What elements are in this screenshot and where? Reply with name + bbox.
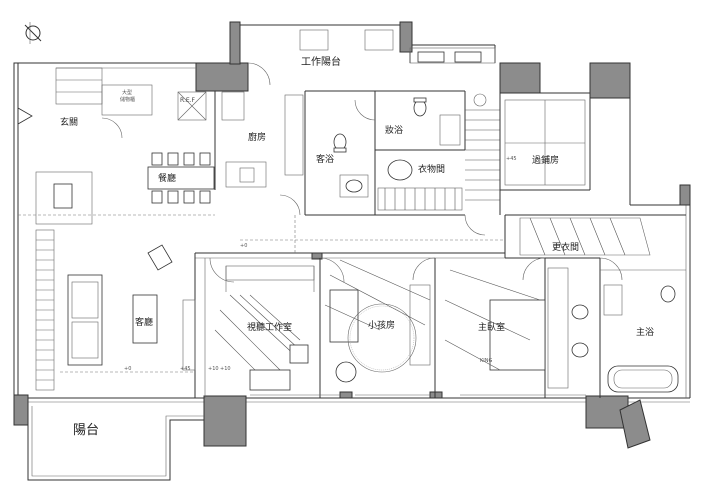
room-label-tatami-room: 過鋪房 [532,154,559,166]
level-annotation: +0 [124,366,131,372]
fridge-label: R.E.F [180,97,196,104]
level-annotation: +45 [506,156,517,162]
level-annotation: +45 [180,366,191,372]
room-label-dressing-room: 更衣間 [552,241,579,253]
room-label-av-studio: 視聽工作室 [247,321,292,333]
cabinet-label-line1: 大型 [122,89,132,96]
room-label-dining: 餐廳 [158,172,176,184]
room-label-vanity: 妝浴 [385,124,403,136]
room-label-kitchen: 廚房 [248,131,266,143]
interior-walls [18,29,686,398]
north-arrow-icon [24,22,42,44]
room-label-work-balcony: 工作陽台 [301,55,341,68]
balcony-area [27,402,204,481]
outer-walls [13,24,691,403]
room-label-kids-room: 小孩房 [368,319,395,331]
level-annotation: +0 [240,243,247,249]
room-label-balcony: 陽台 [73,423,99,438]
bed-label: KING [480,358,492,364]
room-label-master-bedroom: 主臥室 [478,321,505,333]
level-annotation: +10 [208,366,219,372]
room-label-living-room: 客廳 [135,316,153,328]
structural-columns [13,21,691,449]
room-label-guest-bath: 客浴 [316,153,334,165]
level-annotation: +10 [220,366,231,372]
cabinet-label-line2: 儲物櫃 [120,96,135,103]
door-swings [101,62,623,283]
entry-triangle-icon [17,107,33,125]
room-label-wardrobe-room: 衣物間 [418,163,445,175]
room-label-master-bath: 主浴 [636,326,654,338]
room-label-entrance: 玄關 [60,116,78,128]
